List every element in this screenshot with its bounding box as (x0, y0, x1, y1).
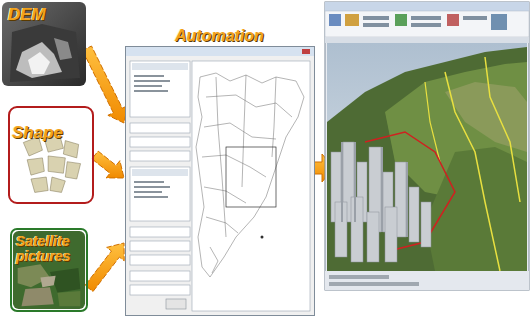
node-label: DEM (8, 6, 82, 24)
dialog-window (125, 46, 315, 316)
dem-input-box: DEM (2, 2, 86, 86)
automation-dialog: Automation (125, 28, 315, 316)
result-arrow (312, 154, 334, 182)
shape-image (10, 108, 92, 202)
node-label: Automation (175, 28, 305, 45)
dialog-contents (126, 47, 314, 315)
shape-input-box: Shape (8, 106, 94, 204)
viewer-screenshot (325, 2, 529, 290)
block-arrow (83, 46, 128, 123)
node-label: Satellite pictures (16, 234, 86, 263)
block-arrow (85, 243, 124, 292)
satellite-input-box: Satellite pictures (10, 228, 88, 312)
block-arrow (92, 151, 124, 178)
node-label: Shape (12, 124, 92, 142)
